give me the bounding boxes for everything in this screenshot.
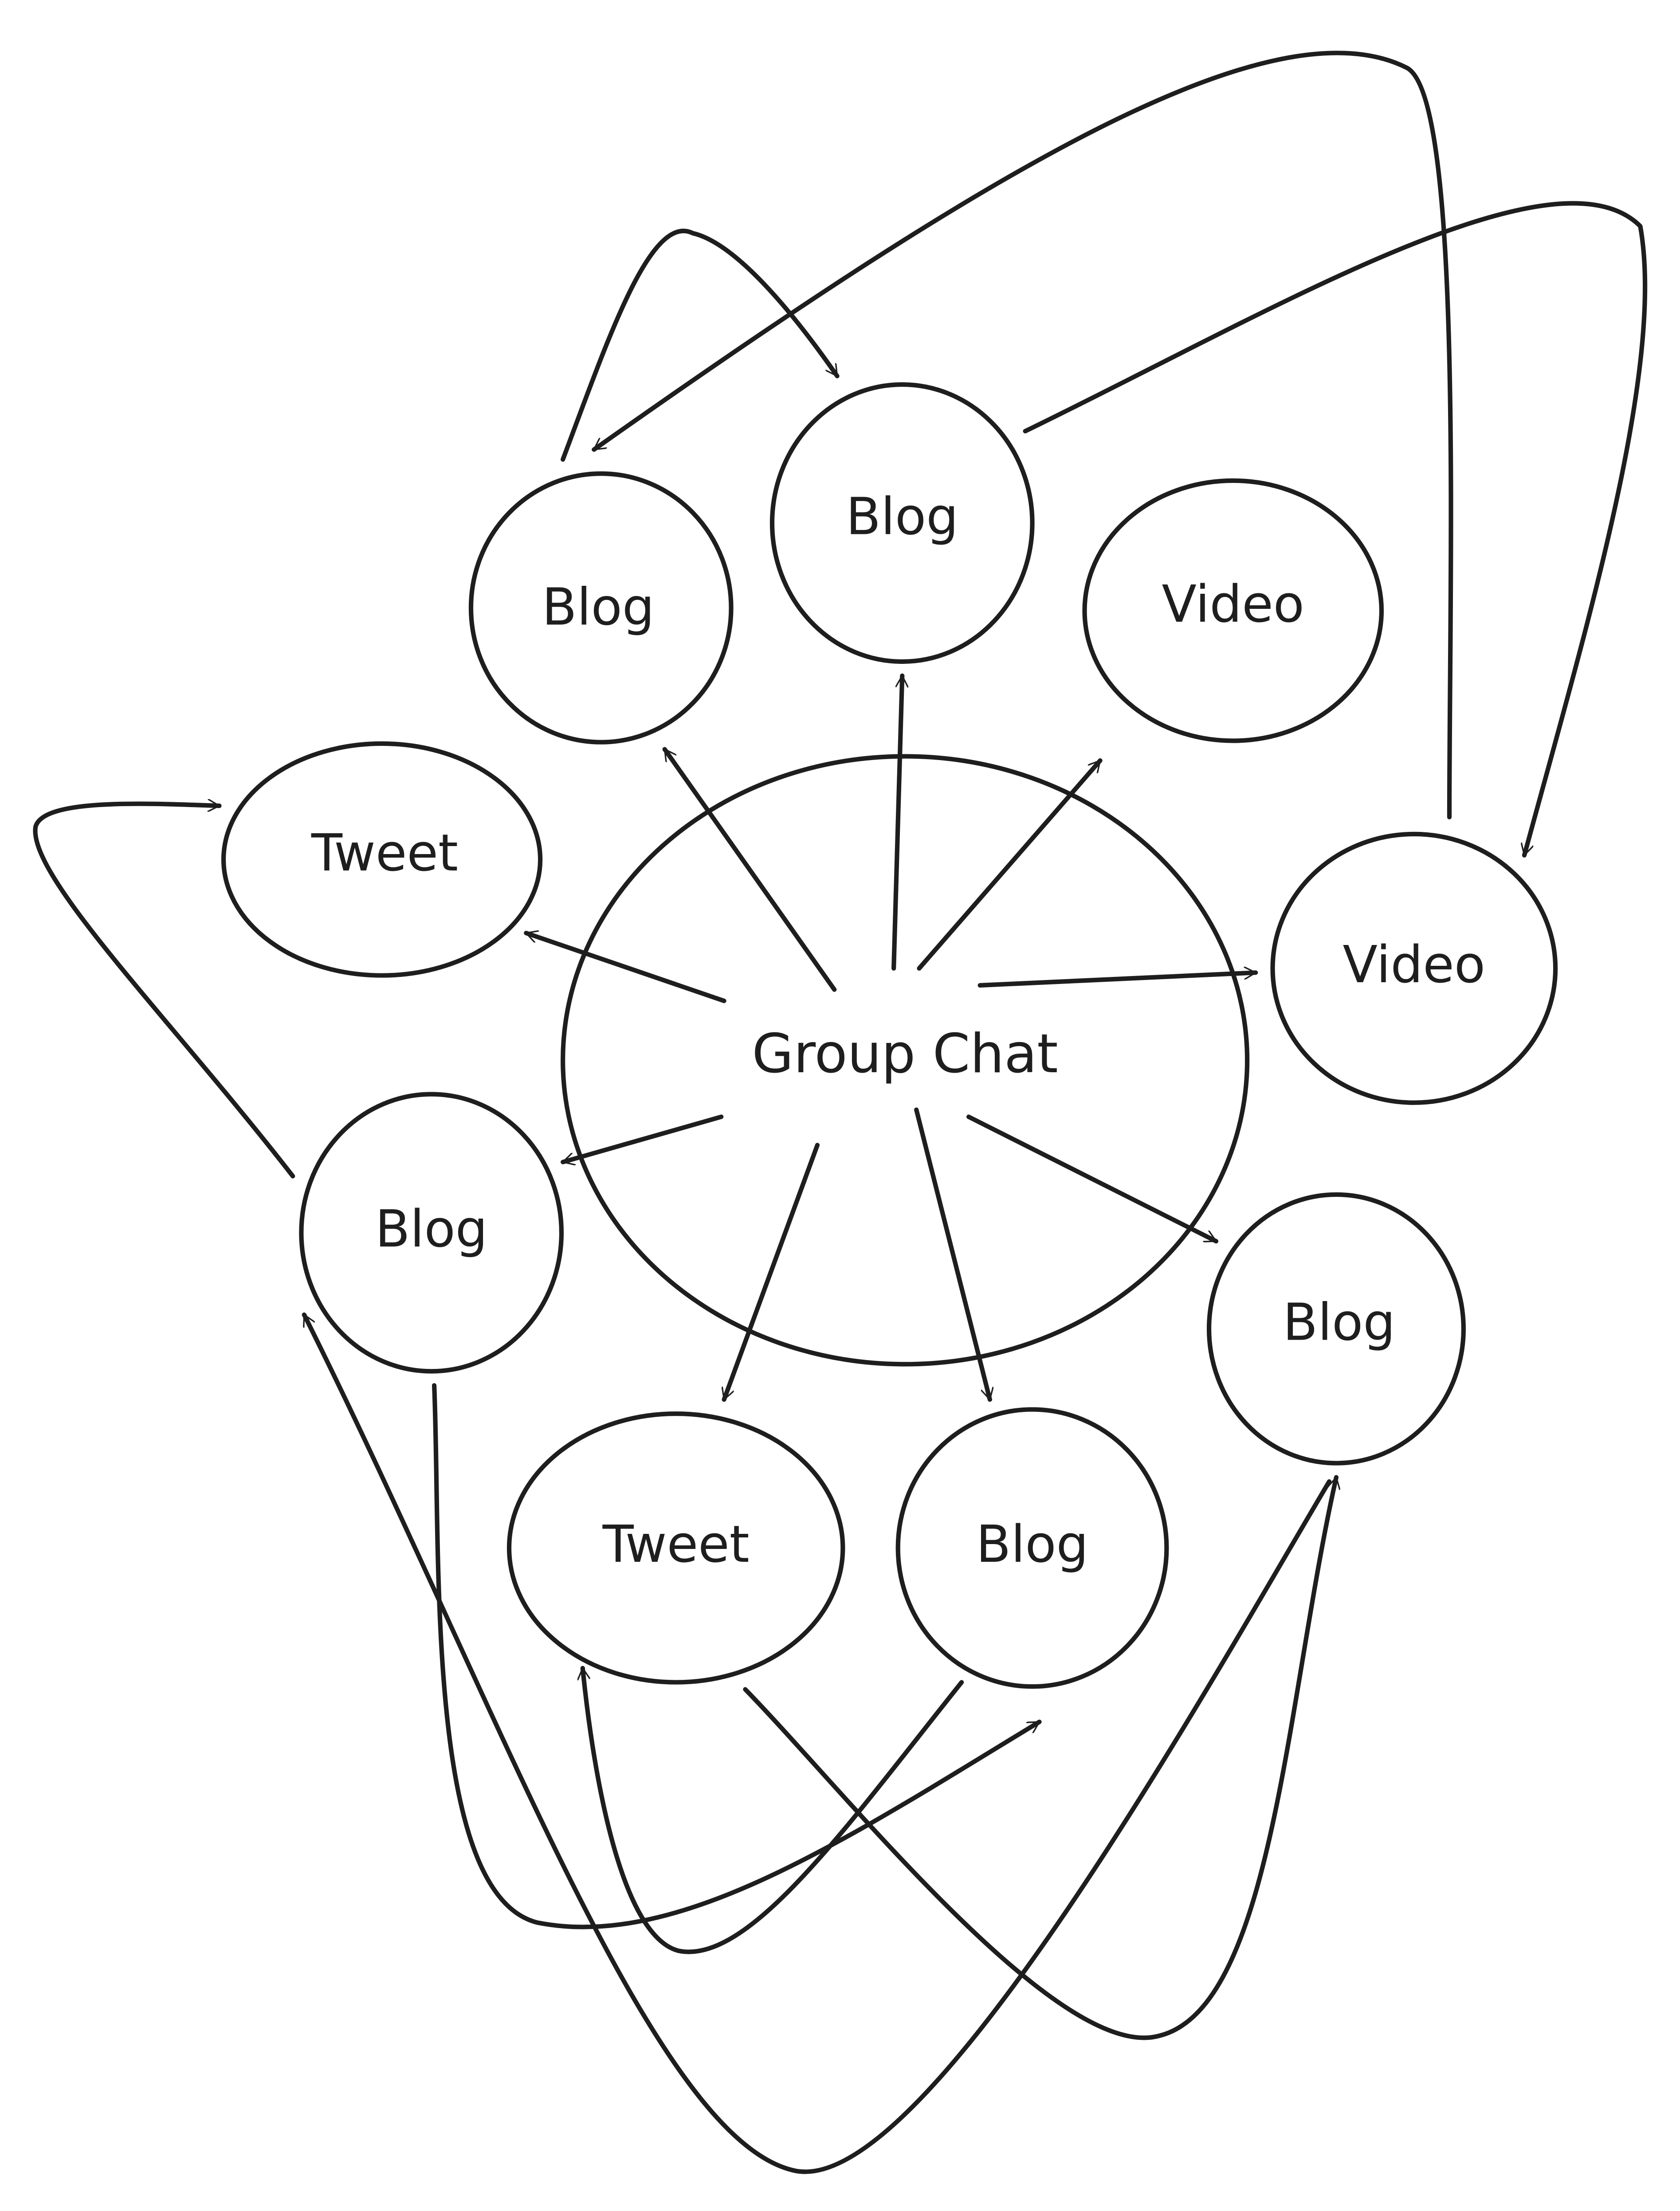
tweet-node-bottom[interactable]: Tweet <box>506 1411 845 1685</box>
blog-label: Blog <box>1283 1293 1396 1352</box>
arrow-blog-bottom-to-tweet-bottom <box>583 1666 964 1954</box>
blog-label: Blog <box>375 1200 488 1259</box>
blog-node-right[interactable]: Blog <box>1206 1192 1466 1466</box>
blog-node-top-left[interactable]: Blog <box>468 471 734 745</box>
video-label: Video <box>1162 575 1305 634</box>
arrow-chat-to-tweet-bottom <box>724 1143 820 1402</box>
arrow-blog-top-to-video-right <box>1023 201 1648 858</box>
arrow-chat-to-blog-left <box>561 1114 724 1162</box>
blog-label: Blog <box>542 577 655 637</box>
tweet-label: Tweet <box>602 1515 750 1574</box>
arrow-blog-left-loop <box>432 1383 1042 1929</box>
blog-label: Blog <box>846 487 958 546</box>
arrow-tweet-bottom-to-blog-right <box>743 1475 1336 2040</box>
arrow-chat-to-video-top <box>917 758 1103 971</box>
blog-node-left[interactable]: Blog <box>299 1092 564 1374</box>
group-chat-node[interactable]: Group Chat <box>561 754 1250 1367</box>
blog-node-top[interactable]: Blog <box>769 382 1035 664</box>
video-node-right[interactable]: Video <box>1270 831 1558 1105</box>
tweet-node-left[interactable]: Tweet <box>221 741 543 978</box>
arrow-blog-right-to-blog-left <box>302 1312 1332 2174</box>
arrow-chat-to-blog-top-left <box>662 747 837 992</box>
blog-node-bottom[interactable]: Blog <box>895 1407 1169 1689</box>
arrow-blog-left-to-tweet-left <box>33 804 295 1179</box>
group-chat-label: Group Chat <box>752 1023 1058 1085</box>
arrow-chat-to-blog-bottom <box>914 1107 990 1402</box>
video-node-top[interactable]: Video <box>1082 478 1384 743</box>
arrow-chat-to-blog-top <box>891 673 902 971</box>
arrow-blog-top-left-to-blog-top <box>561 228 840 462</box>
arrow-chat-to-video-right <box>977 972 1258 988</box>
video-label: Video <box>1343 935 1486 995</box>
arrow-video-right-to-blog-top-left <box>592 51 1453 819</box>
blog-label: Blog <box>976 1515 1089 1574</box>
arrow-chat-to-blog-right <box>966 1114 1219 1244</box>
arrow-chat-to-tweet-left <box>524 933 726 1004</box>
tweet-label: Tweet <box>311 823 458 883</box>
